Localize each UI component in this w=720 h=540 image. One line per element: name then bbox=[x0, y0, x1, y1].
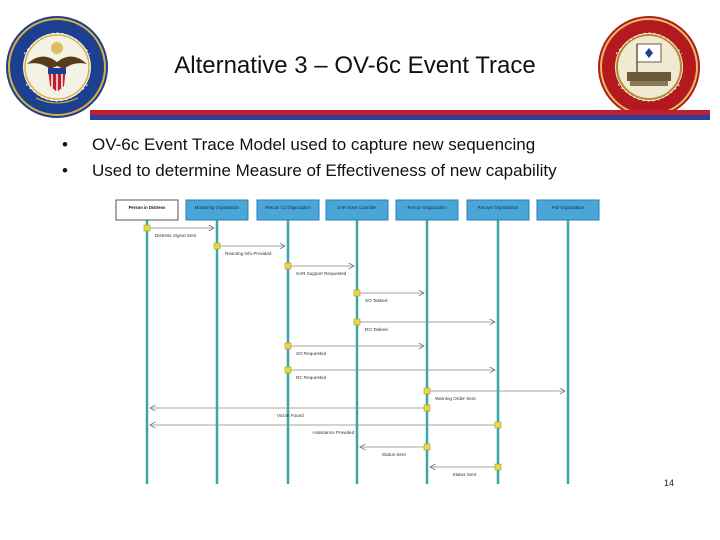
bullet-item: • Used to determine Measure of Effectiven… bbox=[62, 158, 557, 184]
lifeline-label: Poll Organization bbox=[552, 205, 585, 210]
bullet-dot-icon: • bbox=[62, 135, 68, 154]
activation-box bbox=[423, 387, 431, 395]
lifeline-header bbox=[256, 199, 320, 221]
title-rule-blue bbox=[90, 115, 710, 120]
lifeline-label: SAR Asset Controller bbox=[337, 205, 377, 210]
lifeline-header bbox=[395, 199, 459, 221]
lifeline-label: Recover Organization bbox=[478, 205, 519, 210]
bullet-text: OV-6c Event Trace Model used to capture … bbox=[92, 135, 536, 154]
message-label: RC Requested bbox=[296, 375, 327, 380]
lifeline-header bbox=[185, 199, 249, 221]
lifeline-header bbox=[325, 199, 389, 221]
activation-box bbox=[494, 463, 502, 471]
activation-box bbox=[143, 224, 151, 232]
activation-box bbox=[423, 443, 431, 451]
bullet-item: • OV-6c Event Trace Model used to capture… bbox=[62, 132, 557, 158]
message-label: Assistance Provided bbox=[313, 430, 355, 435]
lifeline-label: Person in Distress bbox=[129, 205, 166, 210]
title-rule-red bbox=[90, 110, 710, 115]
message-label: Status Sent bbox=[453, 472, 477, 477]
nii-cio-seal-icon bbox=[598, 16, 700, 118]
lifeline-header bbox=[466, 199, 530, 221]
activation-box bbox=[423, 404, 431, 412]
bullet-list: • OV-6c Event Trace Model used to capture… bbox=[62, 132, 557, 184]
message-label: Distress Signal Sent bbox=[155, 233, 197, 238]
message-label: SO Tasked bbox=[365, 298, 388, 303]
activation-box bbox=[494, 421, 502, 429]
message-label: RO Tasked bbox=[365, 327, 388, 332]
lifeline-label: Monitoring Organization bbox=[195, 205, 240, 210]
activation-box bbox=[284, 342, 292, 350]
event-trace-diagram: Person in Distress Monitoring Organizatio… bbox=[115, 199, 600, 484]
bullet-dot-icon: • bbox=[62, 161, 68, 180]
lifeline-header bbox=[115, 199, 179, 221]
lifeline-label: Rescue Organization bbox=[407, 205, 447, 210]
slide-title: Alternative 3 – OV-6c Event Trace bbox=[174, 52, 536, 79]
activation-box bbox=[284, 262, 292, 270]
message-label: Reacting Info Provided bbox=[225, 251, 272, 256]
message-label: Status Sent bbox=[382, 452, 406, 457]
activation-box bbox=[284, 366, 292, 374]
activation-box bbox=[353, 289, 361, 297]
dod-seal-icon bbox=[6, 16, 108, 118]
message-label: SO Requested bbox=[296, 351, 327, 356]
message-label: Warning Order Sent bbox=[435, 396, 476, 401]
bullet-text: Used to determine Measure of Effectivene… bbox=[92, 161, 557, 180]
lifeline-header bbox=[536, 199, 600, 221]
activation-box bbox=[353, 318, 361, 326]
message-label: Victim Found bbox=[277, 413, 304, 418]
activation-box bbox=[213, 242, 221, 250]
message-label: SAR Support Requested bbox=[296, 271, 347, 276]
page-number: 14 bbox=[664, 478, 675, 488]
lifeline-label: Rescue C2 Organization bbox=[265, 205, 311, 210]
